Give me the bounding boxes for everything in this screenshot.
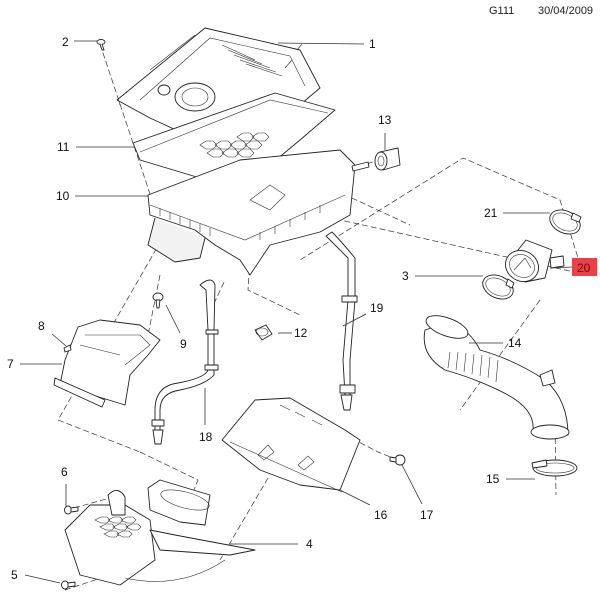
part-11-filter-element[interactable] bbox=[132, 92, 336, 191]
callout-labels: 2 1 11 10 13 21 20 3 14 19 12 9 8 7 18 1… bbox=[7, 35, 597, 582]
callout-9[interactable]: 9 bbox=[180, 337, 187, 351]
callout-3[interactable]: 3 bbox=[402, 269, 409, 283]
callout-15[interactable]: 15 bbox=[486, 472, 500, 486]
part-6-screw[interactable] bbox=[64, 505, 79, 515]
callout-10[interactable]: 10 bbox=[56, 189, 70, 203]
part-12-grommet[interactable] bbox=[254, 324, 273, 341]
part-19-vent-hose[interactable] bbox=[325, 231, 358, 411]
callout-11[interactable]: 11 bbox=[57, 140, 70, 154]
part-2-screw[interactable] bbox=[96, 39, 106, 51]
part-4-lower-intake[interactable] bbox=[64, 479, 256, 586]
callout-2[interactable]: 2 bbox=[62, 35, 69, 49]
callout-12[interactable]: 12 bbox=[294, 326, 308, 340]
part-15-hose-clamp[interactable] bbox=[531, 459, 578, 477]
part-13-grommet[interactable] bbox=[351, 147, 401, 172]
part-5-screw[interactable] bbox=[61, 580, 76, 590]
filter-honeycomb bbox=[199, 132, 270, 158]
callout-16[interactable]: 16 bbox=[374, 508, 388, 522]
callout-18[interactable]: 18 bbox=[199, 430, 213, 444]
part-20-air-flow-sensor[interactable] bbox=[500, 239, 565, 287]
callout-5[interactable]: 5 bbox=[11, 568, 18, 582]
callout-14[interactable]: 14 bbox=[508, 336, 522, 350]
callout-8[interactable]: 8 bbox=[38, 319, 45, 333]
diagram-date: 30/04/2009 bbox=[538, 5, 594, 17]
part-14-intake-hose[interactable] bbox=[423, 311, 570, 440]
callout-1[interactable]: 1 bbox=[369, 37, 376, 51]
callout-19[interactable]: 19 bbox=[370, 301, 384, 315]
part-10-lower-housing[interactable] bbox=[147, 149, 356, 276]
callout-20[interactable]: 20 bbox=[577, 261, 591, 275]
lower-intake-grid bbox=[94, 516, 142, 538]
callout-20-highlight bbox=[572, 258, 597, 276]
leader-lines bbox=[20, 40, 573, 584]
callout-17[interactable]: 17 bbox=[420, 508, 434, 522]
part-3-hose-clamp[interactable] bbox=[479, 270, 517, 303]
assembly-lines bbox=[57, 43, 584, 591]
callout-21[interactable]: 21 bbox=[484, 206, 498, 220]
callout-4[interactable]: 4 bbox=[306, 537, 313, 551]
diagram-code: G111 bbox=[489, 5, 515, 17]
part-16-heat-shield[interactable] bbox=[221, 397, 361, 493]
callout-7[interactable]: 7 bbox=[7, 357, 14, 371]
callout-6[interactable]: 6 bbox=[61, 465, 68, 479]
part-17-screw[interactable] bbox=[389, 454, 406, 466]
part-7-intake-duct[interactable] bbox=[53, 319, 161, 408]
part-18-vacuum-hose[interactable] bbox=[151, 279, 219, 445]
callout-13[interactable]: 13 bbox=[378, 113, 392, 127]
part-8-clip[interactable] bbox=[63, 344, 72, 353]
part-21-hose-clamp[interactable] bbox=[546, 205, 584, 238]
part-9-push-pin[interactable] bbox=[152, 292, 164, 309]
